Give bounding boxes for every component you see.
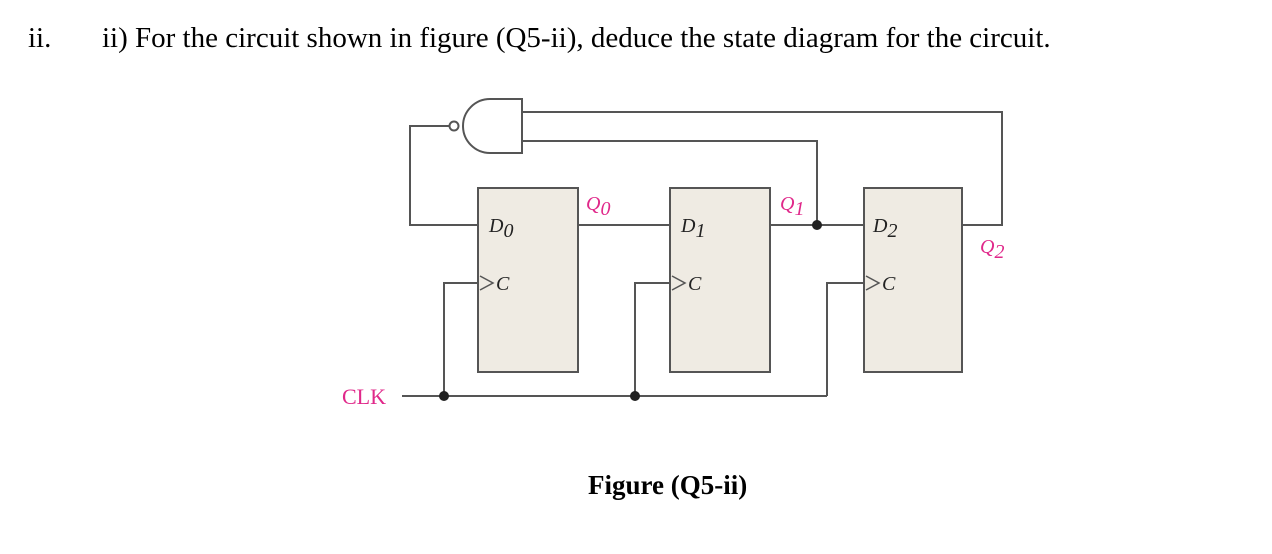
ff1-clock-triangle [671,275,687,291]
question-text: ii) For the circuit shown in figure (Q5-… [102,22,1051,54]
junction-dot [812,220,822,230]
figure-caption: Figure (Q5-ii) [588,470,748,500]
ff2-clock-triangle [865,275,881,291]
ff1-d-label: D1 [680,215,705,242]
flip-flop-1: D1 C [669,187,771,373]
flip-flop-2: D2 C [863,187,963,373]
inverter-bubble [448,120,460,132]
question-number: ii. [28,22,52,54]
q0-label: Q0 [586,193,610,220]
ff1-c-label: C [688,273,702,295]
clk-label: CLK [342,384,386,409]
ff0-c-label: C [496,273,510,295]
junction-dot [630,391,640,401]
q2-label: Q2 [980,236,1004,263]
q1-label: Q1 [780,193,804,220]
and-gate [448,98,523,154]
flip-flop-0: D0 C [477,187,579,373]
junction-dot [439,391,449,401]
ff2-c-label: C [882,273,896,295]
ff0-d-label: D0 [488,215,513,242]
wires [402,111,1003,397]
ff2-d-label: D2 [872,215,897,242]
ff0-clock-triangle [479,275,495,291]
junction-dots [439,220,822,401]
